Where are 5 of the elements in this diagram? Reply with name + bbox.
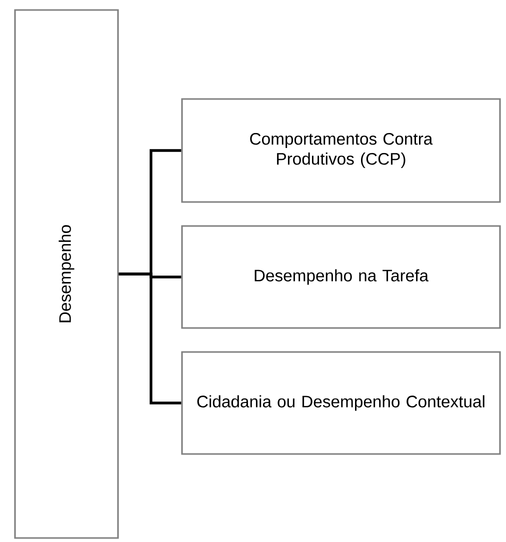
category-box: Comportamentos Contra Produtivos (CCP): [181, 98, 501, 203]
connector-line: [118, 272, 182, 404]
category-box: Cidadania ou Desempenho Contextual: [181, 351, 501, 455]
category-box: Desempenho na Tarefa: [181, 225, 501, 329]
category-box: Desempenho: [14, 9, 119, 539]
